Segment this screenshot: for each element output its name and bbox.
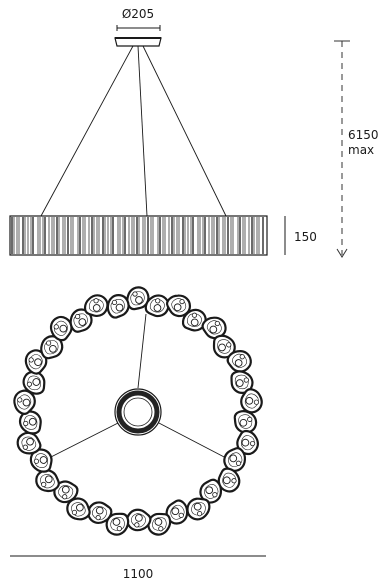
- crystal-pebble-icon: [230, 370, 254, 394]
- elevation-view: Ø205 150: [9, 7, 379, 258]
- crystal-pebble-icon: [106, 294, 130, 319]
- center-hub-ring: [114, 388, 162, 436]
- crystal-pebble-icon: [83, 294, 109, 318]
- crystal-pebble-icon: [201, 316, 227, 340]
- crystal-ring-side-view: [9, 215, 268, 256]
- crystal-pebble-icon: [13, 389, 36, 415]
- crystal-ring-top-view: [13, 286, 263, 536]
- canopy-diameter-label: Ø205: [122, 7, 154, 21]
- crystal-pebble-icon: [53, 480, 79, 504]
- crystal-pebble-icon: [147, 512, 172, 536]
- crystal-pebble-icon: [24, 349, 48, 375]
- ring-diameter-label: 1100: [123, 567, 154, 580]
- crystal-pebble-icon: [105, 512, 130, 536]
- crystal-pebble-icon: [35, 469, 60, 493]
- crystal-pebble-icon: [66, 497, 91, 521]
- ceiling-canopy: [114, 37, 162, 47]
- drop-value-label: 6150: [348, 128, 379, 142]
- crystal-pebble-icon: [69, 308, 93, 333]
- crystal-pebble-icon: [22, 370, 46, 395]
- suspension-cables: [40, 45, 227, 217]
- crystal-pebble-icon: [199, 478, 223, 504]
- crystal-pebble-icon: [236, 429, 259, 456]
- crystal-pebble-icon: [233, 410, 258, 434]
- crystal-pebble-icon: [226, 350, 252, 373]
- crystal-pebble-icon: [165, 499, 189, 525]
- crystal-pebble-icon: [144, 294, 170, 318]
- ring-spokes: [46, 313, 229, 460]
- plan-view: 1100: [10, 286, 266, 580]
- crystal-pebble-icon: [181, 308, 207, 332]
- ring-stripes: [11, 217, 264, 254]
- crystal-pebble-icon: [49, 315, 73, 342]
- crystal-pebble-icon: [186, 497, 211, 521]
- crystal-pebble-icon: [16, 431, 42, 455]
- drop-unit-label: max: [348, 143, 374, 157]
- ring-height-label: 150: [294, 230, 317, 244]
- crystal-pebble-icon: [217, 467, 241, 493]
- crystal-pebble-icon: [18, 410, 42, 435]
- crystal-pebble-icon: [87, 501, 113, 524]
- crystal-pebble-icon: [166, 294, 192, 318]
- crystal-pebble-icon: [240, 388, 263, 414]
- canopy-dimension-line: [116, 25, 161, 31]
- drop-dimension-line: [334, 40, 350, 258]
